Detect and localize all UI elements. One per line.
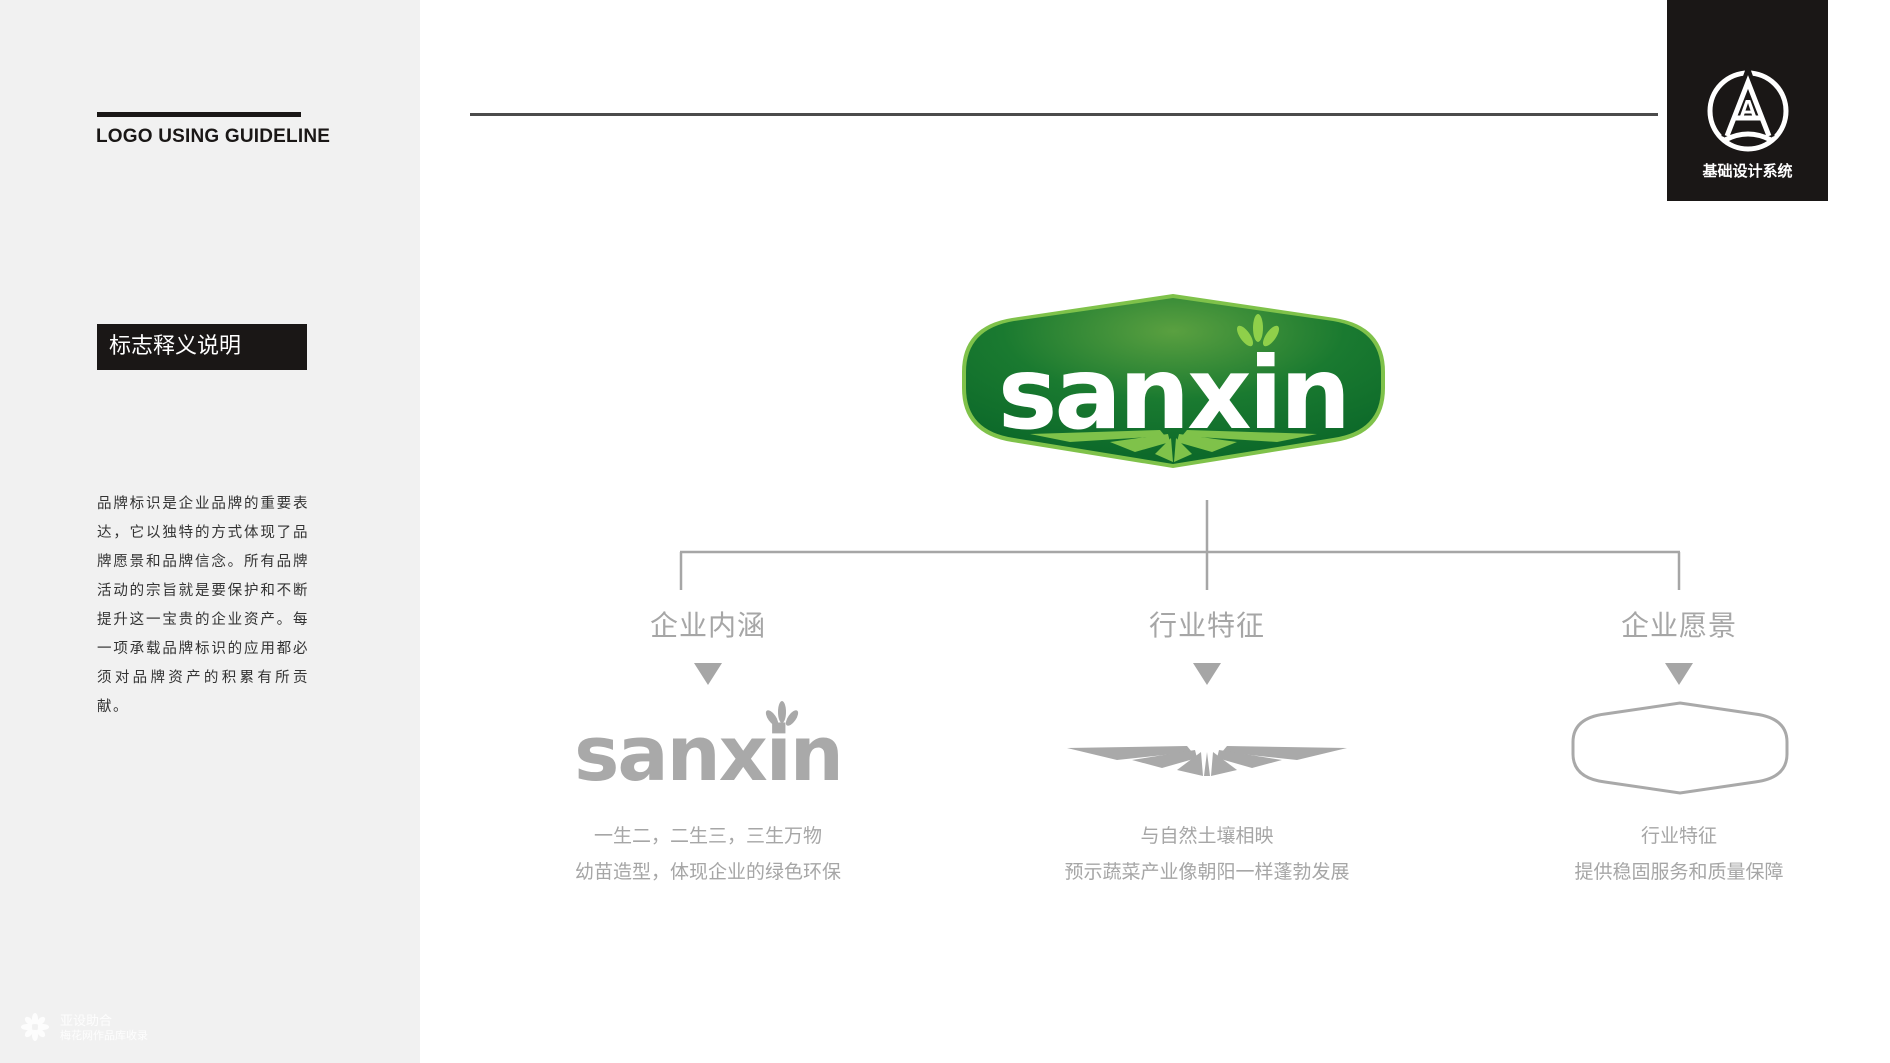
sanxin-logo: sanxin <box>962 294 1385 468</box>
heading-industry-feature: 行业特征 <box>1148 609 1265 642</box>
section-tag: 标志释义说明 <box>97 324 307 370</box>
sidebar-top-rule <box>97 112 301 117</box>
watermark-line1: 亚设助合 <box>60 1014 113 1029</box>
arrow-down-icon <box>1193 663 1221 685</box>
caption-line: 提供稳固服务和质量保障 <box>1574 861 1784 883</box>
caption-enterprise-vision: 行业特征 提供稳固服务和质量保障 <box>1469 818 1889 890</box>
system-label: 基础设计系统 <box>1702 162 1793 180</box>
guideline-label: LOGO USING GUIDELINE <box>96 126 331 147</box>
logo-wordmark: sanxin <box>998 335 1348 452</box>
heading-enterprise-vision: 企业愿景 <box>1620 609 1737 642</box>
caption-line: 幼苗造型，体现企业的绿色环保 <box>574 861 841 883</box>
caption-line: 与自然土壤相映 <box>1140 825 1274 847</box>
caption-line: 行业特征 <box>1640 825 1717 847</box>
caption-line: 预示蔬菜产业像朝阳一样蓬勃发展 <box>1064 861 1350 883</box>
flower-icon <box>21 1013 49 1041</box>
caption-industry-feature: 与自然土壤相映 预示蔬菜产业像朝阳一样蓬勃发展 <box>997 818 1417 890</box>
header-rule <box>470 113 1658 116</box>
arrow-down-icon <box>1665 663 1693 685</box>
grey-wordmark-element: sanxin <box>574 701 844 790</box>
left-sidebar: LOGO USING GUIDELINE 标志释义说明 品牌标识是企业品牌的重要… <box>0 0 420 1063</box>
watermark-line2: 梅花网作品库收录 <box>60 1029 148 1042</box>
caption-line: 一生二，二生三，三生万物 <box>593 825 822 847</box>
description-text: 品牌标识是企业品牌的重要表达，它以独特的方式体现了品牌愿景和品牌信念。所有品牌活… <box>97 496 309 715</box>
field-rays-element <box>1067 746 1347 776</box>
heading-enterprise-connotation: 企业内涵 <box>649 609 766 642</box>
system-logo-letter: A <box>1739 94 1758 124</box>
caption-enterprise-connotation: 一生二，二生三，三生万物 幼苗造型，体现企业的绿色环保 <box>498 818 918 890</box>
arrow-down-icon <box>694 663 722 685</box>
system-logo-icon: A <box>1707 68 1789 152</box>
corner-badge: A 基础设计系统 <box>1667 0 1828 201</box>
grey-wordmark: sanxin <box>574 709 842 790</box>
shield-outline-element <box>1571 701 1789 795</box>
